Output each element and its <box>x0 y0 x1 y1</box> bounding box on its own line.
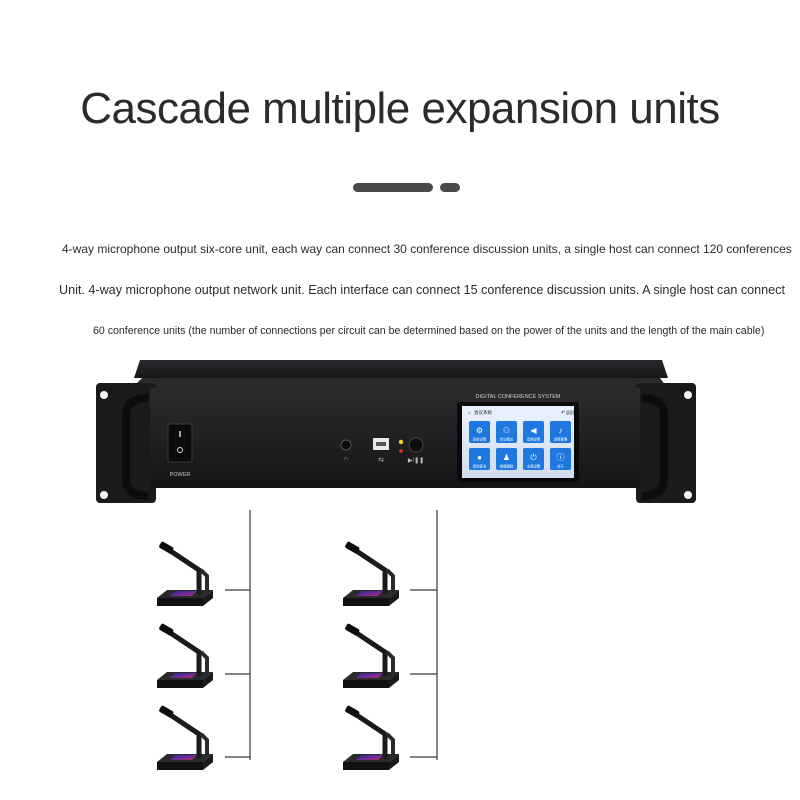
conference-unit-right-2 <box>343 623 399 688</box>
conference-unit-left-1 <box>157 541 213 606</box>
description-line-1: 4-way microphone output six-core unit, e… <box>62 242 792 256</box>
screen-tile-label: 关于 <box>557 464 564 469</box>
screen-tile-label: 系统设置 <box>473 437 487 442</box>
screen-tile-power: ⏻ 主席设置 <box>523 448 544 470</box>
conference-unit-left-2 <box>157 623 213 688</box>
decorative-divider-long <box>353 183 433 192</box>
screen-tile-gear: ⚙ 系统设置 <box>469 421 490 443</box>
screen-title: 会议系统 <box>474 409 492 416</box>
screen-back-label: 返回 <box>566 409 574 415</box>
unit-screen <box>356 591 383 596</box>
screen-tile-label: 会议模式 <box>500 437 514 442</box>
screen-tile-user: ● 签到表决 <box>469 448 490 470</box>
play-pause-knob <box>408 437 424 453</box>
screen-tile-mic: ♪ 话筒管理 <box>550 421 571 443</box>
microphone-head-icon <box>345 705 360 718</box>
info-icon: ⓘ <box>557 453 565 462</box>
power-switch <box>167 423 193 463</box>
decorative-divider-short <box>440 183 460 192</box>
screen-tile-label: 签到表决 <box>473 464 487 469</box>
screen-tile-info: ⓘ 关于 <box>550 448 571 470</box>
right-handle <box>641 394 668 500</box>
screen-tile-person: ♟ 视像跟踪 <box>496 448 517 470</box>
page-title: Cascade multiple expansion units <box>80 84 720 133</box>
conference-unit-left-3 <box>157 705 213 770</box>
person-icon: ♟ <box>503 453 510 462</box>
conference-unit-right-3 <box>343 705 399 770</box>
play-pause-icon: ▶/❚❚ <box>408 457 424 464</box>
microphone-head-icon <box>159 623 174 636</box>
screen-tile-label: 主席设置 <box>527 464 541 469</box>
screen-home-icon: ⌂ <box>468 410 471 416</box>
unit-screen <box>356 673 383 678</box>
screen-tile-speaker: ◀ 音频设置 <box>523 421 544 443</box>
microphone-head-icon <box>345 623 360 636</box>
mic-icon: ♪ <box>559 426 563 435</box>
left-handle <box>122 394 149 500</box>
product-illustration: POWER ∩ ⇆ ▶/❚❚ DIGITAL CONFERENCE SYSTEM… <box>96 360 696 770</box>
people-icon: ⚇ <box>503 426 510 435</box>
screen-tile-people: ⚇ 会议模式 <box>496 421 517 443</box>
power-icon: ⏻ <box>530 453 537 462</box>
user-icon: ● <box>477 453 482 462</box>
speaker-icon: ◀ <box>530 426 537 435</box>
unit-screen <box>170 755 197 760</box>
microphone-head-icon <box>159 705 174 718</box>
screen-back-icon: ↶ <box>561 410 565 416</box>
power-label: POWER <box>170 472 191 478</box>
screen-tile-label: 视像跟踪 <box>500 464 514 469</box>
conference-host-device: POWER ∩ ⇆ ▶/❚❚ DIGITAL CONFERENCE SYSTEM… <box>96 360 696 503</box>
screen-tile-label: 音频设置 <box>527 437 541 442</box>
unit-screen <box>356 755 383 760</box>
microphone-head-icon <box>159 541 174 554</box>
conference-unit-right-1 <box>343 541 399 606</box>
cascade-cables <box>225 510 438 760</box>
usb-icon: ⇆ <box>378 457 384 464</box>
description-line-2: Unit. 4-way microphone output network un… <box>59 283 785 297</box>
status-led-red <box>399 449 403 453</box>
status-led-yellow <box>398 439 404 445</box>
headphone-jack <box>340 439 352 451</box>
gear-icon: ⚙ <box>476 426 483 435</box>
unit-screen <box>170 591 197 596</box>
microphone-head-icon <box>345 541 360 554</box>
brand-label: DIGITAL CONFERENCE SYSTEM <box>476 394 561 400</box>
description-line-3: 60 conference units (the number of conne… <box>93 325 765 337</box>
screen-tile-label: 话筒管理 <box>554 437 568 442</box>
unit-screen <box>170 673 197 678</box>
headphone-icon: ∩ <box>344 456 348 462</box>
